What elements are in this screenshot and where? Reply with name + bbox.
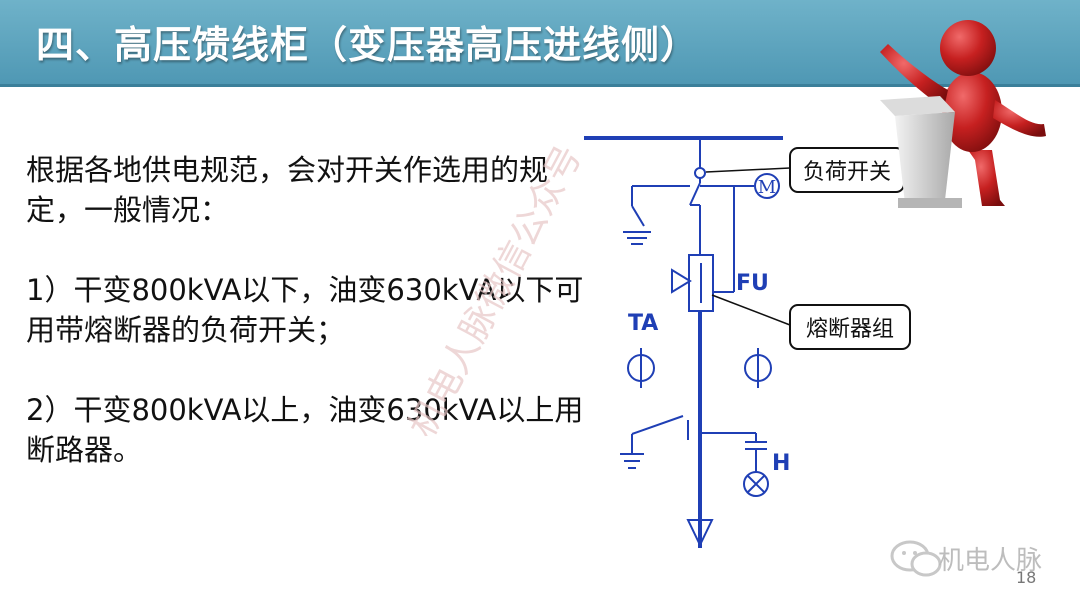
callout-fuse-group-box bbox=[789, 304, 911, 350]
slide-title: 四、高压馈线柜（变压器高压进线侧） bbox=[36, 23, 700, 67]
current-transformer-arrow bbox=[671, 268, 692, 294]
page-number: 18 bbox=[1016, 568, 1037, 587]
motor-icon bbox=[754, 173, 780, 199]
cable-termination-icon bbox=[686, 519, 714, 548]
title-bar: 四、高压馈线柜（变压器高压进线侧） bbox=[0, 0, 1080, 87]
indicator-lamp-icon bbox=[743, 471, 769, 497]
slide-body: 根据各地供电规范，会对开关作选用的规定，一般情况： 1）干变800kVA以下，油… bbox=[26, 150, 586, 510]
callout-fuse-group: 熔断器组 bbox=[806, 317, 894, 342]
watermark-text: 机电人脉 bbox=[938, 546, 1043, 576]
motor-label: M bbox=[758, 177, 776, 198]
fuse-label: FU bbox=[736, 271, 769, 296]
earth-switch-lower bbox=[631, 415, 684, 435]
ta-label: TA bbox=[628, 311, 658, 336]
wechat-logo-icon bbox=[890, 540, 942, 577]
earth-switch-upper bbox=[631, 205, 645, 227]
paragraph-rule-1: 1）干变800kVA以下，油变630kVA以下可用带熔断器的负荷开关； bbox=[26, 273, 584, 347]
paragraph-rule-2: 2）干变800kVA以上，油变630kVA以上用断路器。 bbox=[26, 393, 584, 467]
load-switch-blade bbox=[689, 182, 701, 206]
callout-load-switch: 负荷开关 bbox=[803, 160, 891, 185]
indicator-label: H bbox=[772, 451, 790, 476]
paragraph-intro: 根据各地供电规范，会对开关作选用的规定，一般情况： bbox=[26, 153, 549, 227]
